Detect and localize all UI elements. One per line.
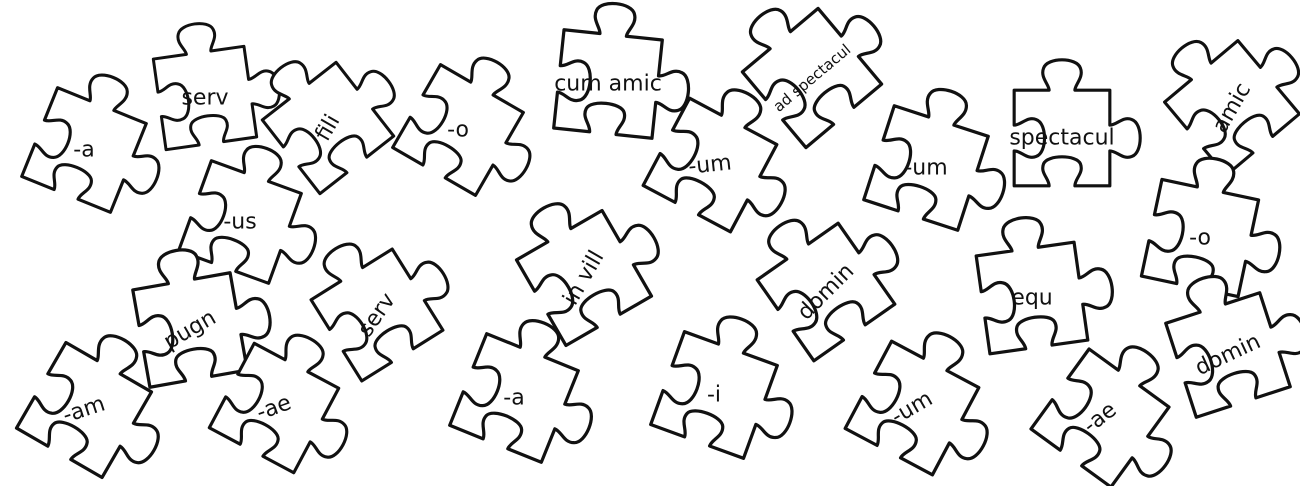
piece-shape bbox=[651, 302, 818, 469]
puzzle-piece-cum-amic[interactable]: cum amic bbox=[554, 0, 697, 142]
piece-label: equ bbox=[1011, 286, 1052, 311]
piece-shape bbox=[179, 132, 341, 294]
piece-label: -i bbox=[707, 383, 721, 408]
puzzle-piece-o-1[interactable]: -o bbox=[393, 38, 565, 210]
piece-shape bbox=[149, 14, 285, 150]
piece-outline bbox=[393, 38, 565, 210]
piece-label: spectacul bbox=[1009, 126, 1114, 151]
piece-shape bbox=[1014, 60, 1140, 186]
piece-label: -o bbox=[447, 118, 469, 143]
piece-label: -us bbox=[223, 210, 256, 235]
puzzle-piece-spectacul[interactable]: spectacul bbox=[1009, 60, 1140, 186]
piece-label: serv bbox=[181, 86, 228, 111]
puzzle-piece-us[interactable]: -us bbox=[179, 132, 341, 294]
puzzle-piece-um-2[interactable]: -um bbox=[864, 76, 1028, 240]
piece-label: -o bbox=[1189, 226, 1211, 251]
piece-label: -um bbox=[904, 156, 947, 181]
puzzle-piece-ad-spectacul[interactable]: ad spectacul bbox=[722, 0, 905, 148]
piece-outline bbox=[149, 14, 285, 150]
piece-outline bbox=[1145, 0, 1300, 175]
piece-label: -a bbox=[503, 386, 524, 411]
puzzle-piece-equ[interactable]: equ bbox=[972, 207, 1119, 354]
puzzle-piece-amic[interactable]: amic bbox=[1145, 0, 1300, 175]
piece-label: cum amic bbox=[554, 72, 662, 97]
piece-shape bbox=[1145, 0, 1300, 175]
piece-shape bbox=[972, 207, 1119, 354]
piece-outline bbox=[1014, 60, 1140, 186]
piece-label: -um bbox=[687, 150, 733, 179]
piece-outline bbox=[179, 132, 341, 294]
piece-shape bbox=[393, 38, 565, 210]
puzzle-piece-serv-1[interactable]: serv bbox=[149, 14, 285, 150]
piece-outline bbox=[972, 207, 1119, 354]
piece-outline bbox=[651, 302, 818, 469]
piece-label: -a bbox=[73, 138, 94, 163]
puzzle-piece-in-vill[interactable]: in vill bbox=[501, 168, 679, 346]
puzzle-piece-i[interactable]: -i bbox=[651, 302, 818, 469]
